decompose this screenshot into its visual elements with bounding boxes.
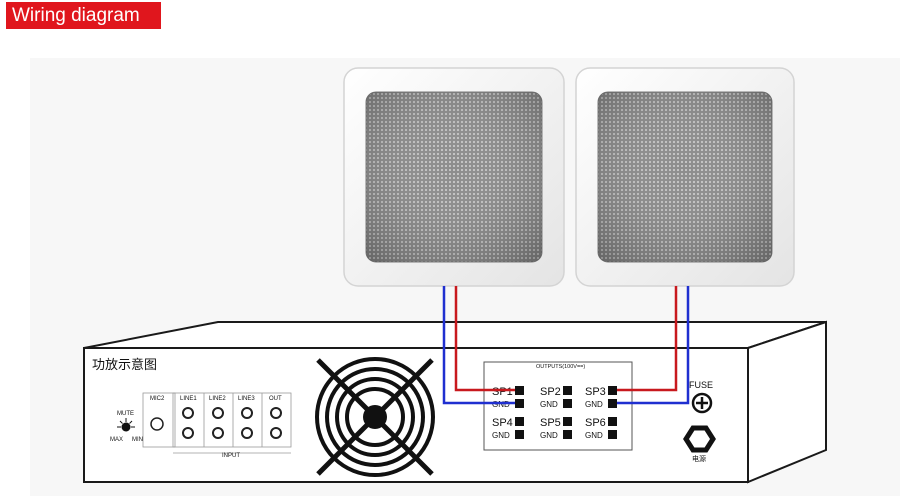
blue-wire-left: [442, 286, 515, 405]
sp4-label: SP4: [492, 417, 513, 429]
power-label: 电源: [692, 454, 706, 463]
speaker-left: [343, 67, 565, 287]
sp6-terminal[interactable]: [608, 417, 617, 426]
gnd-label-5: GND: [540, 431, 558, 440]
sp2-label: SP2: [540, 386, 561, 398]
sp3-terminal[interactable]: [608, 386, 617, 395]
output-terminals: [515, 386, 617, 439]
line3-label: LINE3: [238, 396, 255, 402]
mic2-jack[interactable]: [150, 417, 164, 431]
mic2-frame: [142, 392, 176, 448]
gnd4-terminal[interactable]: [515, 430, 524, 439]
amplifier-label: 功放示意图: [92, 357, 157, 372]
gnd-label-6: GND: [585, 431, 603, 440]
sp6-label: SP6: [585, 417, 606, 429]
fuse-holder[interactable]: [691, 392, 713, 414]
sp1-label: SP1: [492, 386, 513, 398]
max-label: MAX: [110, 437, 123, 443]
red-wire-left: [454, 286, 515, 392]
volume-knob[interactable]: [117, 418, 135, 432]
gnd3-terminal[interactable]: [608, 399, 617, 408]
out-label: OUT: [269, 396, 282, 402]
gnd1-terminal[interactable]: [515, 399, 524, 408]
cooling-fan: [313, 355, 437, 479]
line3-jacks[interactable]: [241, 407, 253, 439]
sp4-terminal[interactable]: [515, 417, 524, 426]
line2-label: LINE2: [209, 396, 226, 402]
gnd-label-3: GND: [585, 400, 603, 409]
outputs-panel: [483, 361, 633, 451]
gnd5-terminal[interactable]: [563, 430, 572, 439]
input-label: INPUT: [222, 453, 240, 459]
gnd2-terminal[interactable]: [563, 399, 572, 408]
sp5-terminal[interactable]: [563, 417, 572, 426]
fuse-label: FUSE: [689, 380, 713, 390]
out-jacks[interactable]: [270, 407, 282, 439]
page-title: Wiring diagram: [6, 2, 161, 29]
power-socket[interactable]: [683, 425, 716, 453]
sp2-terminal[interactable]: [563, 386, 572, 395]
gnd6-terminal[interactable]: [608, 430, 617, 439]
sp3-label: SP3: [585, 386, 606, 398]
mute-label: MUTE: [117, 411, 134, 417]
wiring: [442, 286, 690, 405]
line1-label: LINE1: [180, 396, 197, 402]
sp1-terminal[interactable]: [515, 386, 524, 395]
input-jack-panel: [172, 392, 292, 448]
speaker-right: [575, 67, 795, 287]
mic2-label: MIC2: [150, 396, 165, 402]
sp5-label: SP5: [540, 417, 561, 429]
min-label: MIN: [132, 437, 143, 443]
blue-wire-right: [617, 286, 690, 405]
line2-jacks[interactable]: [212, 407, 224, 439]
gnd-label-1: GND: [492, 400, 510, 409]
outputs-header: OUTPUTS(100V==): [536, 364, 585, 370]
line1-jacks[interactable]: [182, 407, 194, 439]
red-wire-right: [617, 286, 678, 392]
gnd-label-4: GND: [492, 431, 510, 440]
gnd-label-2: GND: [540, 400, 558, 409]
